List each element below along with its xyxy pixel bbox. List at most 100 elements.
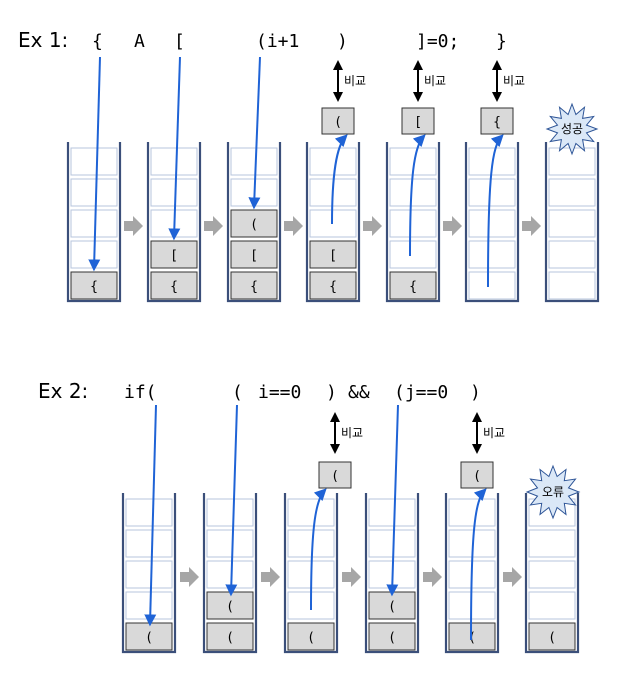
pop-arrow	[331, 134, 348, 225]
ex2-label: Ex 2:	[38, 379, 88, 403]
stack-container	[121, 493, 177, 654]
cell-symbol: (	[307, 631, 315, 646]
filled-cell	[389, 271, 437, 300]
cell-symbol: {	[90, 280, 98, 295]
ex2-code-token-0: if(	[124, 382, 157, 403]
pop-arrow	[470, 488, 487, 641]
transition-arrow	[284, 216, 303, 236]
transition-arrow	[342, 567, 361, 587]
transition-arrow	[522, 216, 541, 236]
empty-cell	[548, 178, 596, 207]
ex1-code-token-4: )	[337, 31, 348, 52]
filled-cell	[230, 209, 278, 238]
ex1-label: Ex 1:	[18, 28, 68, 52]
empty-cell	[468, 178, 516, 207]
result-burst	[525, 464, 581, 520]
ex1-code-token-6: }	[496, 31, 507, 52]
filled-cell	[150, 240, 198, 269]
stack-container	[66, 142, 122, 303]
empty-cell	[70, 209, 118, 238]
empty-cell	[206, 498, 254, 527]
ex2-code-token-4: &&	[348, 382, 370, 403]
empty-cell	[125, 529, 173, 558]
ex1-code-token-2: [	[174, 31, 185, 52]
transition-arrow	[503, 567, 522, 587]
empty-cell	[368, 529, 416, 558]
empty-cell	[389, 209, 437, 238]
cell-symbol: (	[388, 600, 396, 615]
stack-container	[385, 142, 441, 303]
empty-cell	[150, 147, 198, 176]
cell-symbol: [	[250, 249, 258, 264]
empty-cell	[528, 529, 576, 558]
filled-cell	[309, 240, 357, 269]
pop-arrow	[487, 134, 504, 288]
empty-cell	[309, 147, 357, 176]
push-arrow	[88, 56, 101, 272]
empty-cell	[389, 178, 437, 207]
empty-cell	[206, 529, 254, 558]
ex1-stack-1: {	[66, 142, 122, 303]
empty-cell	[548, 209, 596, 238]
ex2-stack-2: ((	[202, 493, 258, 654]
empty-cell	[468, 271, 516, 300]
stack-container	[444, 493, 500, 654]
empty-cell	[468, 209, 516, 238]
ex1-code-token-5: ]=0;	[416, 31, 459, 52]
empty-cell	[528, 591, 576, 620]
ex1-stack-7	[544, 142, 600, 303]
compare-label: 비교	[503, 74, 525, 88]
filled-cell	[368, 622, 416, 651]
push-arrow	[168, 56, 181, 241]
cell-symbol: (	[145, 631, 153, 646]
stack-container	[524, 493, 580, 654]
empty-cell	[150, 178, 198, 207]
popped-symbol-box	[460, 461, 494, 489]
ex1-stack-3: ([{	[226, 142, 282, 303]
cell-symbol: [	[170, 249, 178, 264]
filled-cell	[206, 622, 254, 651]
transition-arrow	[363, 216, 382, 236]
filled-cell	[125, 622, 173, 651]
filled-cell	[287, 622, 335, 651]
empty-cell	[528, 560, 576, 589]
empty-cell	[468, 240, 516, 269]
pop-arrow	[310, 488, 327, 611]
cell-symbol: [	[329, 249, 337, 264]
pop-arrow	[409, 134, 426, 257]
empty-cell	[230, 147, 278, 176]
popped-symbol: (	[331, 469, 339, 484]
ex2-stack-6: (	[524, 493, 580, 654]
cell-symbol: {	[250, 280, 258, 295]
transition-arrow	[443, 216, 462, 236]
result-label: 성공	[561, 122, 583, 136]
filled-cell	[230, 271, 278, 300]
ex2-code-token-3: )	[326, 382, 337, 403]
ex2-stack-1: (	[121, 493, 177, 654]
popped-symbol: (	[473, 469, 481, 484]
empty-cell	[125, 498, 173, 527]
empty-cell	[287, 498, 335, 527]
filled-cell	[150, 271, 198, 300]
compare-label: 비교	[341, 426, 363, 440]
ex2-code-token-2: i==0	[258, 382, 301, 403]
empty-cell	[548, 271, 596, 300]
stack-container	[283, 493, 339, 654]
cell-symbol: (	[548, 631, 556, 646]
stack-container	[544, 142, 600, 303]
popped-symbol-box	[480, 107, 514, 135]
cell-symbol: {	[409, 280, 417, 295]
cell-symbol: (	[226, 631, 234, 646]
cell-symbol: (	[226, 600, 234, 615]
compare-label: 비교	[344, 74, 366, 88]
filled-cell	[230, 240, 278, 269]
filled-cell	[70, 271, 118, 300]
ex1-diagram: {[{([{[{{비교(비교[비교{성공	[66, 56, 600, 303]
transition-arrow	[204, 216, 223, 236]
ex1-stack-6	[464, 142, 520, 303]
popped-symbol-box	[321, 107, 355, 135]
stack-container	[146, 142, 202, 303]
ex1-code-token-3: (i+1	[256, 31, 299, 52]
ex1-stack-5: {	[385, 142, 441, 303]
